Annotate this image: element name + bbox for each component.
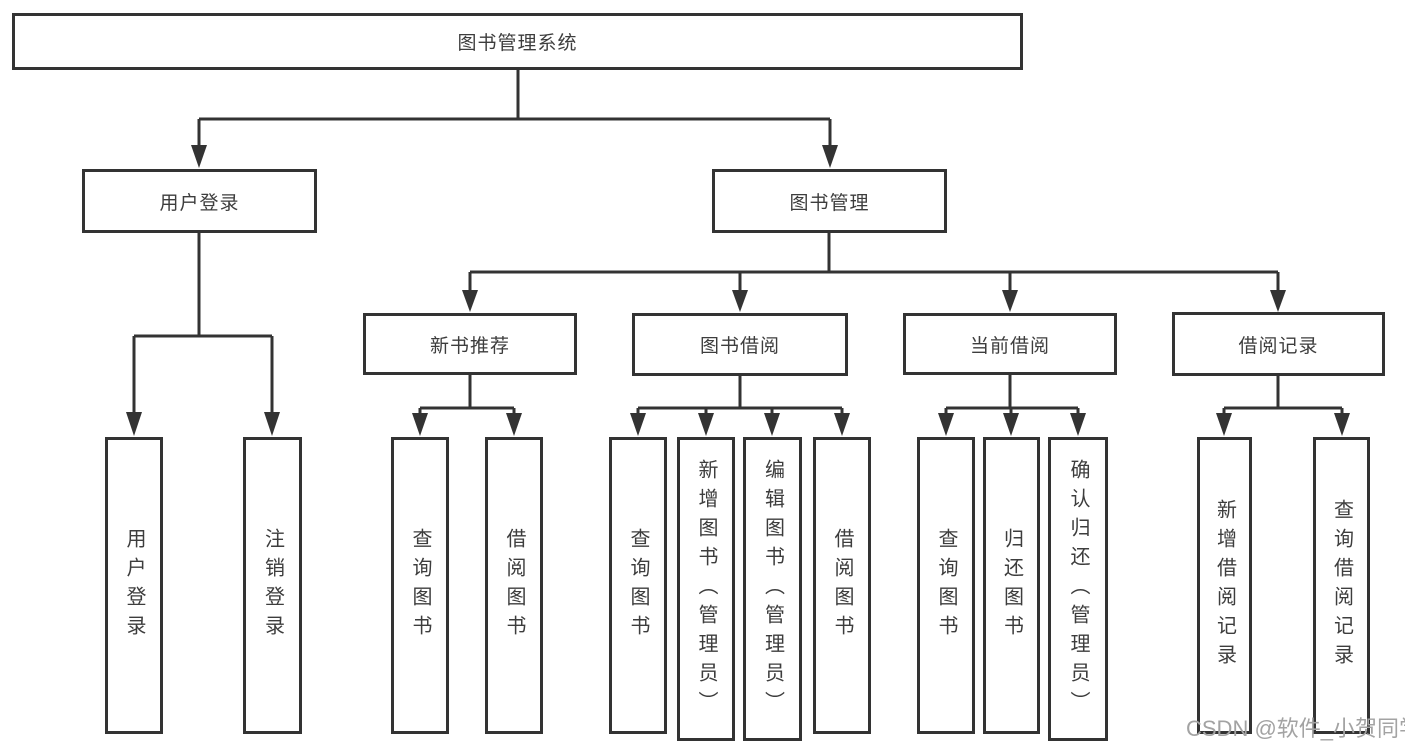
connector-root-to-level2 [191,69,838,168]
connector-current-borrowing-children [938,374,1086,436]
leaf-label: 查询图书 [935,527,957,644]
node-book-borrowing: 图书借阅 [632,313,848,376]
leaf-label: 查询借阅记录 [1330,498,1353,673]
leaf-label: 查询图书 [409,527,431,644]
node-label: 当前借阅 [969,335,1050,357]
leaf-query-borrow-record: 查询借阅记录 [1313,437,1370,734]
leaf-label: 新增图书（管理员） [695,458,717,720]
leaf-confirm-return-admin: 确认归还（管理员） [1048,437,1108,741]
leaf-label: 编辑图书（管理员） [761,458,784,720]
leaf-label: 查询图书 [627,527,649,644]
leaf-borrow-books-recommend: 借阅图书 [485,437,543,734]
node-borrowing-records: 借阅记录 [1172,312,1385,376]
csdn-watermark: CSDN @软件_小贺同学 [1186,716,1405,741]
leaf-label: 新增借阅记录 [1213,498,1236,673]
node-current-borrowing: 当前借阅 [903,313,1117,375]
leaf-query-books-current: 查询图书 [917,437,975,734]
connector-new-book-recommendation-children [412,374,522,436]
node-user-login: 用户登录 [82,169,317,233]
leaf-logout: 注销登录 [243,437,302,734]
leaf-borrow-books-borrowing: 借阅图书 [813,437,871,734]
leaf-add-borrow-record: 新增借阅记录 [1197,437,1252,734]
connector-borrowing-records-children [1216,376,1350,436]
leaf-label: 注销登录 [261,527,284,644]
node-label: 借阅记录 [1238,335,1319,357]
connector-book-management-children [462,233,1286,312]
node-label: 用户登录 [159,192,240,214]
connector-user-login-children [126,233,280,436]
leaf-label: 借阅图书 [503,527,525,644]
node-book-management: 图书管理 [712,169,947,233]
leaf-user-login: 用户登录 [105,437,163,734]
node-label: 图书借阅 [699,336,780,357]
node-label: 新书推荐 [429,335,510,357]
node-label: 图书管理系统 [457,33,578,54]
leaf-add-book-admin: 新增图书（管理员） [677,437,735,741]
leaf-return-book: 归还图书 [983,437,1040,734]
connector-book-borrowing-children [630,376,850,436]
leaf-query-books-borrowing: 查询图书 [609,437,667,734]
leaf-edit-book-admin: 编辑图书（管理员） [743,437,802,741]
node-label: 图书管理 [789,192,870,214]
leaf-label: 归还图书 [1000,527,1023,644]
node-new-book-recommendation: 新书推荐 [363,313,577,375]
leaf-label: 借阅图书 [831,527,853,644]
leaf-label: 确认归还（管理员） [1067,458,1089,720]
leaf-label: 用户登录 [123,527,145,644]
leaf-query-books-recommend: 查询图书 [391,437,449,734]
node-library-management-system: 图书管理系统 [12,13,1023,70]
